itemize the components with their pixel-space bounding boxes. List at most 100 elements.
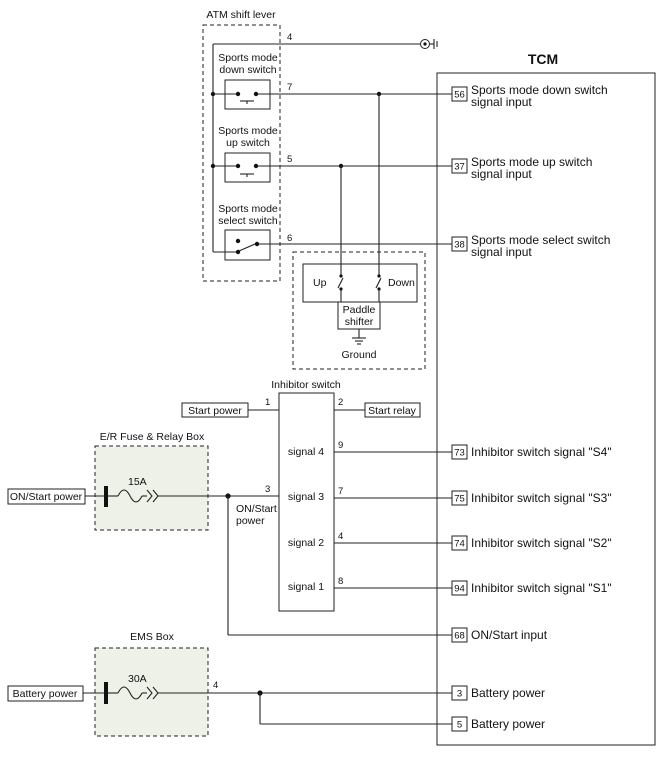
tcm-pin-label-75-line1: Inhibitor switch signal "S3" — [471, 491, 612, 505]
sports-mode-select-switch — [224, 229, 271, 261]
select-switch-label-line1: Sports mode — [218, 203, 278, 215]
inhibitor-signal-1: signal 1 — [288, 581, 324, 593]
ems-fuse-connector — [104, 682, 108, 704]
tcm-pin-box-37 — [451, 158, 468, 174]
battery-power-label: Battery power — [13, 688, 78, 700]
inhibitor-pin-7: 7 — [338, 486, 343, 497]
paddle-up-switch — [337, 277, 344, 289]
paddle-up-label: Up — [313, 277, 327, 289]
tcm-pin-label-37-line1: Sports mode up switch — [471, 155, 592, 169]
paddle-down-switch — [375, 277, 382, 289]
inhibitor-pin-1: 1 — [265, 397, 270, 408]
paddle-boundary — [292, 251, 426, 370]
ems-pin-4: 4 — [213, 680, 218, 691]
ems-box-boundary — [94, 647, 209, 737]
tcm-pin-number-5: 5 — [457, 720, 462, 731]
tcm-box — [436, 72, 656, 746]
tcm-pin-label-73-line1: Inhibitor switch signal "S4" — [471, 445, 612, 459]
atm-shift-lever-title: ATM shift lever — [206, 9, 276, 21]
tcm-pin-number-74: 74 — [454, 539, 465, 550]
inhibitor-switch: Inhibitor switch signal 4 signal 3 signa… — [181, 379, 452, 612]
select-switch-label-line2: select switch — [218, 215, 278, 227]
tcm-pin-number-37: 37 — [454, 162, 465, 173]
start-relay-label: Start relay — [368, 405, 417, 417]
atm-shift-lever-boundary — [202, 24, 281, 282]
up-switch-contact-right — [253, 163, 259, 169]
select-switch-blade — [238, 243, 256, 252]
fuse-15a-icon — [117, 489, 143, 503]
atm-pin-select: 6 — [287, 233, 292, 244]
paddle-down-label: Down — [388, 277, 415, 289]
tcm-pin-box-5 — [451, 716, 468, 732]
sports-mode-up-switch — [224, 152, 271, 183]
on-start-power-label: ON/Start power — [10, 491, 83, 503]
tcm-pin-number-73: 73 — [454, 448, 465, 459]
atm-pin-ground: 4 — [287, 32, 292, 43]
tcm: TCM — [436, 51, 656, 746]
ems-box: EMS Box Battery power 30A 4 — [7, 631, 452, 737]
atm-pin-up: 5 — [287, 154, 292, 165]
er-fuse-boundary — [94, 445, 209, 531]
tcm-pin-label-56-line1: Sports mode down switch — [471, 83, 608, 97]
paddle-ground-label: Ground — [341, 349, 376, 361]
select-switch-common — [254, 241, 260, 247]
atm-pin-down: 7 — [287, 82, 292, 93]
tcm-pin-box-73 — [451, 444, 468, 460]
tcm-pin-label-5-line1: Battery power — [471, 717, 545, 731]
tcm-pin-box-68 — [451, 627, 468, 643]
tcm-title: TCM — [528, 51, 558, 67]
tcm-pin-label-68-line1: ON/Start input — [471, 628, 548, 642]
inhibitor-pin-9: 9 — [338, 440, 343, 451]
tcm-pin-box-56 — [451, 86, 468, 102]
tcm-pin-box-38 — [451, 236, 468, 252]
tcm-pin-box-74 — [451, 535, 468, 551]
tcm-pin-label-37-line2: signal input — [471, 167, 532, 181]
tcm-pin-number-56: 56 — [454, 90, 465, 101]
paddle-shifter-box — [337, 301, 381, 330]
up-switch-contact-left — [235, 163, 241, 169]
up-switch-label-line1: Sports mode — [218, 125, 278, 137]
inhibitor-pin-2: 2 — [338, 397, 343, 408]
inhibitor-switch-title: Inhibitor switch — [271, 379, 341, 391]
up-switch-label-line2: up switch — [226, 137, 270, 149]
ems-box-title: EMS Box — [130, 631, 175, 643]
er-fuse-rating: 15A — [128, 476, 147, 488]
start-power-label: Start power — [188, 405, 242, 417]
select-switch-contact-top — [235, 238, 241, 244]
tcm-pin-number-38: 38 — [454, 240, 465, 251]
inhibitor-switch-box — [278, 392, 335, 612]
inhibitor-signal-4: signal 4 — [288, 446, 324, 458]
inhibitor-signal-2: signal 2 — [288, 537, 324, 549]
tcm-pin-label-74-line1: Inhibitor switch signal "S2" — [471, 536, 612, 550]
tcm-pin-number-3: 3 — [457, 689, 462, 700]
tcm-pin-label-38-line1: Sports mode select switch — [471, 233, 610, 247]
tcm-pin-box-94 — [451, 580, 468, 596]
paddle-shifter: Up Down Paddle shifter Ground — [292, 251, 426, 370]
tcm-pin-number-75: 75 — [454, 494, 465, 505]
tcm-pin-box-75 — [451, 490, 468, 506]
tcm-pin-label-94-line1: Inhibitor switch signal "S1" — [471, 581, 612, 595]
er-fuse-title: E/R Fuse & Relay Box — [100, 431, 205, 443]
er-fuse-relay-box: E/R Fuse & Relay Box ON/Start power 15A … — [7, 431, 452, 636]
inhibitor-pin-4: 4 — [338, 531, 343, 542]
inhibitor-pin-3: 3 — [265, 484, 270, 495]
tcm-pin-label-56-line2: signal input — [471, 95, 532, 109]
down-switch-label-line2: down switch — [219, 64, 276, 76]
er-fuse-connector — [104, 486, 108, 507]
on-start-wire-label-line2: power — [236, 515, 265, 527]
ems-fuse-rating: 30A — [128, 673, 147, 685]
tcm-pin-label-38-line2: signal input — [471, 245, 532, 259]
paddle-shifter-label-line1: Paddle — [343, 304, 376, 316]
on-start-wire-label-line1: ON/Start — [236, 503, 277, 515]
down-switch-contact-left — [235, 91, 241, 97]
tcm-pin-box-3 — [451, 685, 468, 701]
inhibitor-signal-3: signal 3 — [288, 491, 324, 503]
atm-shift-lever: ATM shift lever Sports mode down switch … — [202, 9, 438, 282]
tcm-pin-number-94: 94 — [454, 584, 465, 595]
tcm-pin-number-68: 68 — [454, 631, 465, 642]
down-switch-label-line1: Sports mode — [218, 52, 278, 64]
tcm-pin-label-3-line1: Battery power — [471, 686, 545, 700]
paddle-shifter-label-line2: shifter — [345, 316, 374, 328]
